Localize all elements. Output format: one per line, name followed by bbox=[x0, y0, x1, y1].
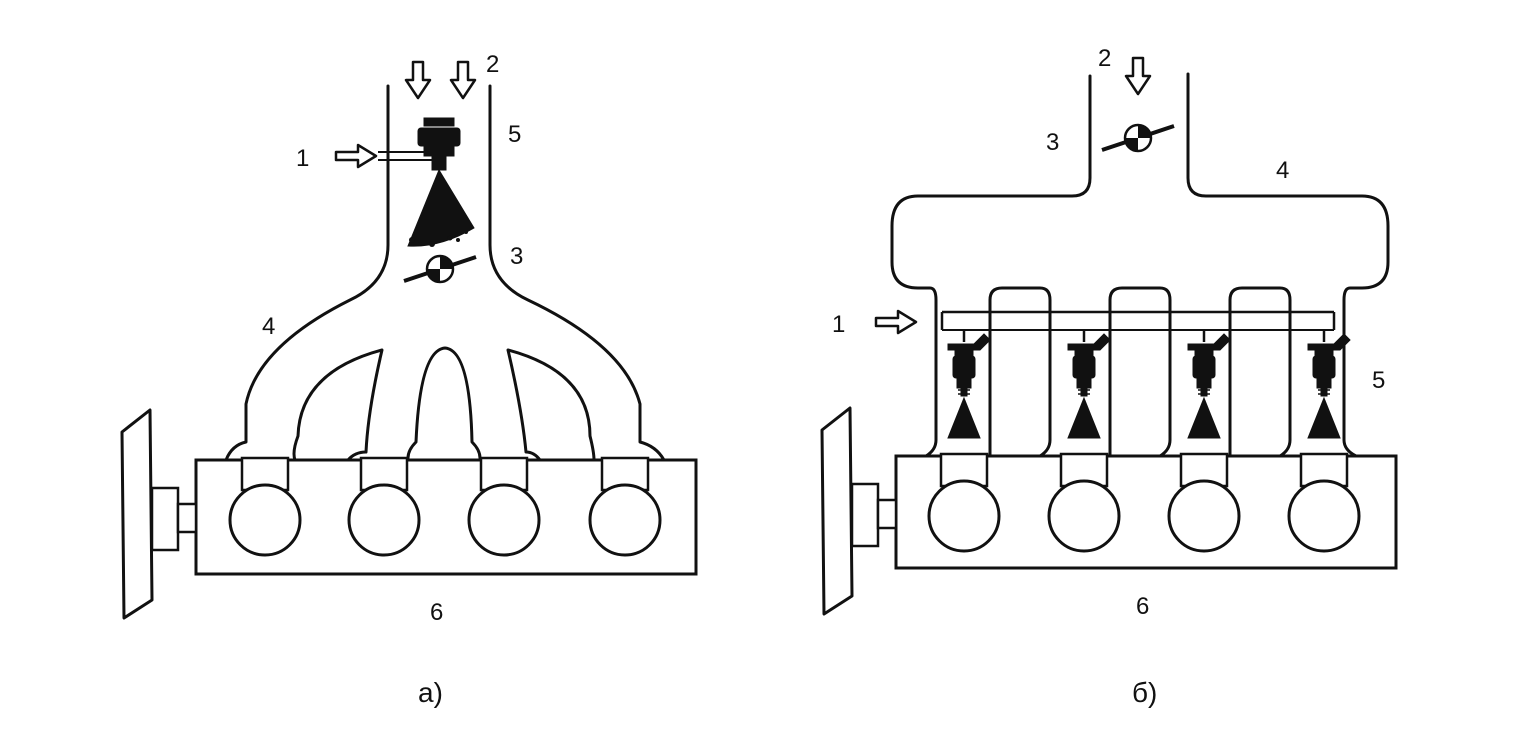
figure-b-intake-plenum bbox=[890, 72, 1390, 458]
figure-b-label-4: 4 bbox=[1276, 157, 1289, 184]
figure-a-label-2: 2 bbox=[486, 51, 499, 78]
figure-a-single-point-injection: 1 2 5 3 4 6 а) bbox=[120, 51, 698, 708]
figure-a-label-6: 6 bbox=[430, 599, 443, 626]
figure-a-air-arrow-right bbox=[449, 60, 477, 100]
figure-a-label-3: 3 bbox=[510, 243, 523, 270]
figure-b-injector-3 bbox=[1187, 333, 1231, 439]
figure-a-intake-manifold bbox=[224, 84, 666, 462]
figure-b-fuel-arrow bbox=[874, 309, 918, 335]
figure-b-label-1: 1 bbox=[832, 311, 845, 338]
figure-b-air-arrow bbox=[1124, 56, 1152, 96]
figure-b-label-3: 3 bbox=[1046, 129, 1059, 156]
figure-a-injector bbox=[407, 117, 475, 247]
figure-a-fuel-arrow bbox=[334, 143, 378, 169]
figure-b-flywheel bbox=[820, 406, 898, 616]
figure-b-multi-point-injection: 2 3 4 1 5 6 б) bbox=[820, 45, 1398, 708]
figure-b-label-6: 6 bbox=[1136, 593, 1149, 620]
figure-b-injector-2 bbox=[1067, 333, 1111, 439]
figure-a-label-5: 5 bbox=[508, 121, 521, 148]
figure-b-label-2: 2 bbox=[1098, 45, 1111, 72]
figure-a-label-1: 1 bbox=[296, 145, 309, 172]
figure-a-throttle-valve bbox=[402, 254, 478, 284]
figure-a-flywheel bbox=[120, 408, 198, 620]
figure-b-label-5: 5 bbox=[1372, 367, 1385, 394]
figure-a-caption: а) bbox=[418, 677, 443, 708]
figure-b-runners bbox=[988, 286, 1292, 458]
figure-b-caption: б) bbox=[1132, 677, 1157, 708]
figure-a-air-arrow-left bbox=[404, 60, 432, 100]
figure-b-throttle-valve bbox=[1100, 123, 1176, 153]
figure-b-fuel-rail bbox=[940, 310, 1336, 342]
figure-b-injector-1 bbox=[947, 333, 991, 439]
figure-a-label-4: 4 bbox=[262, 313, 275, 340]
